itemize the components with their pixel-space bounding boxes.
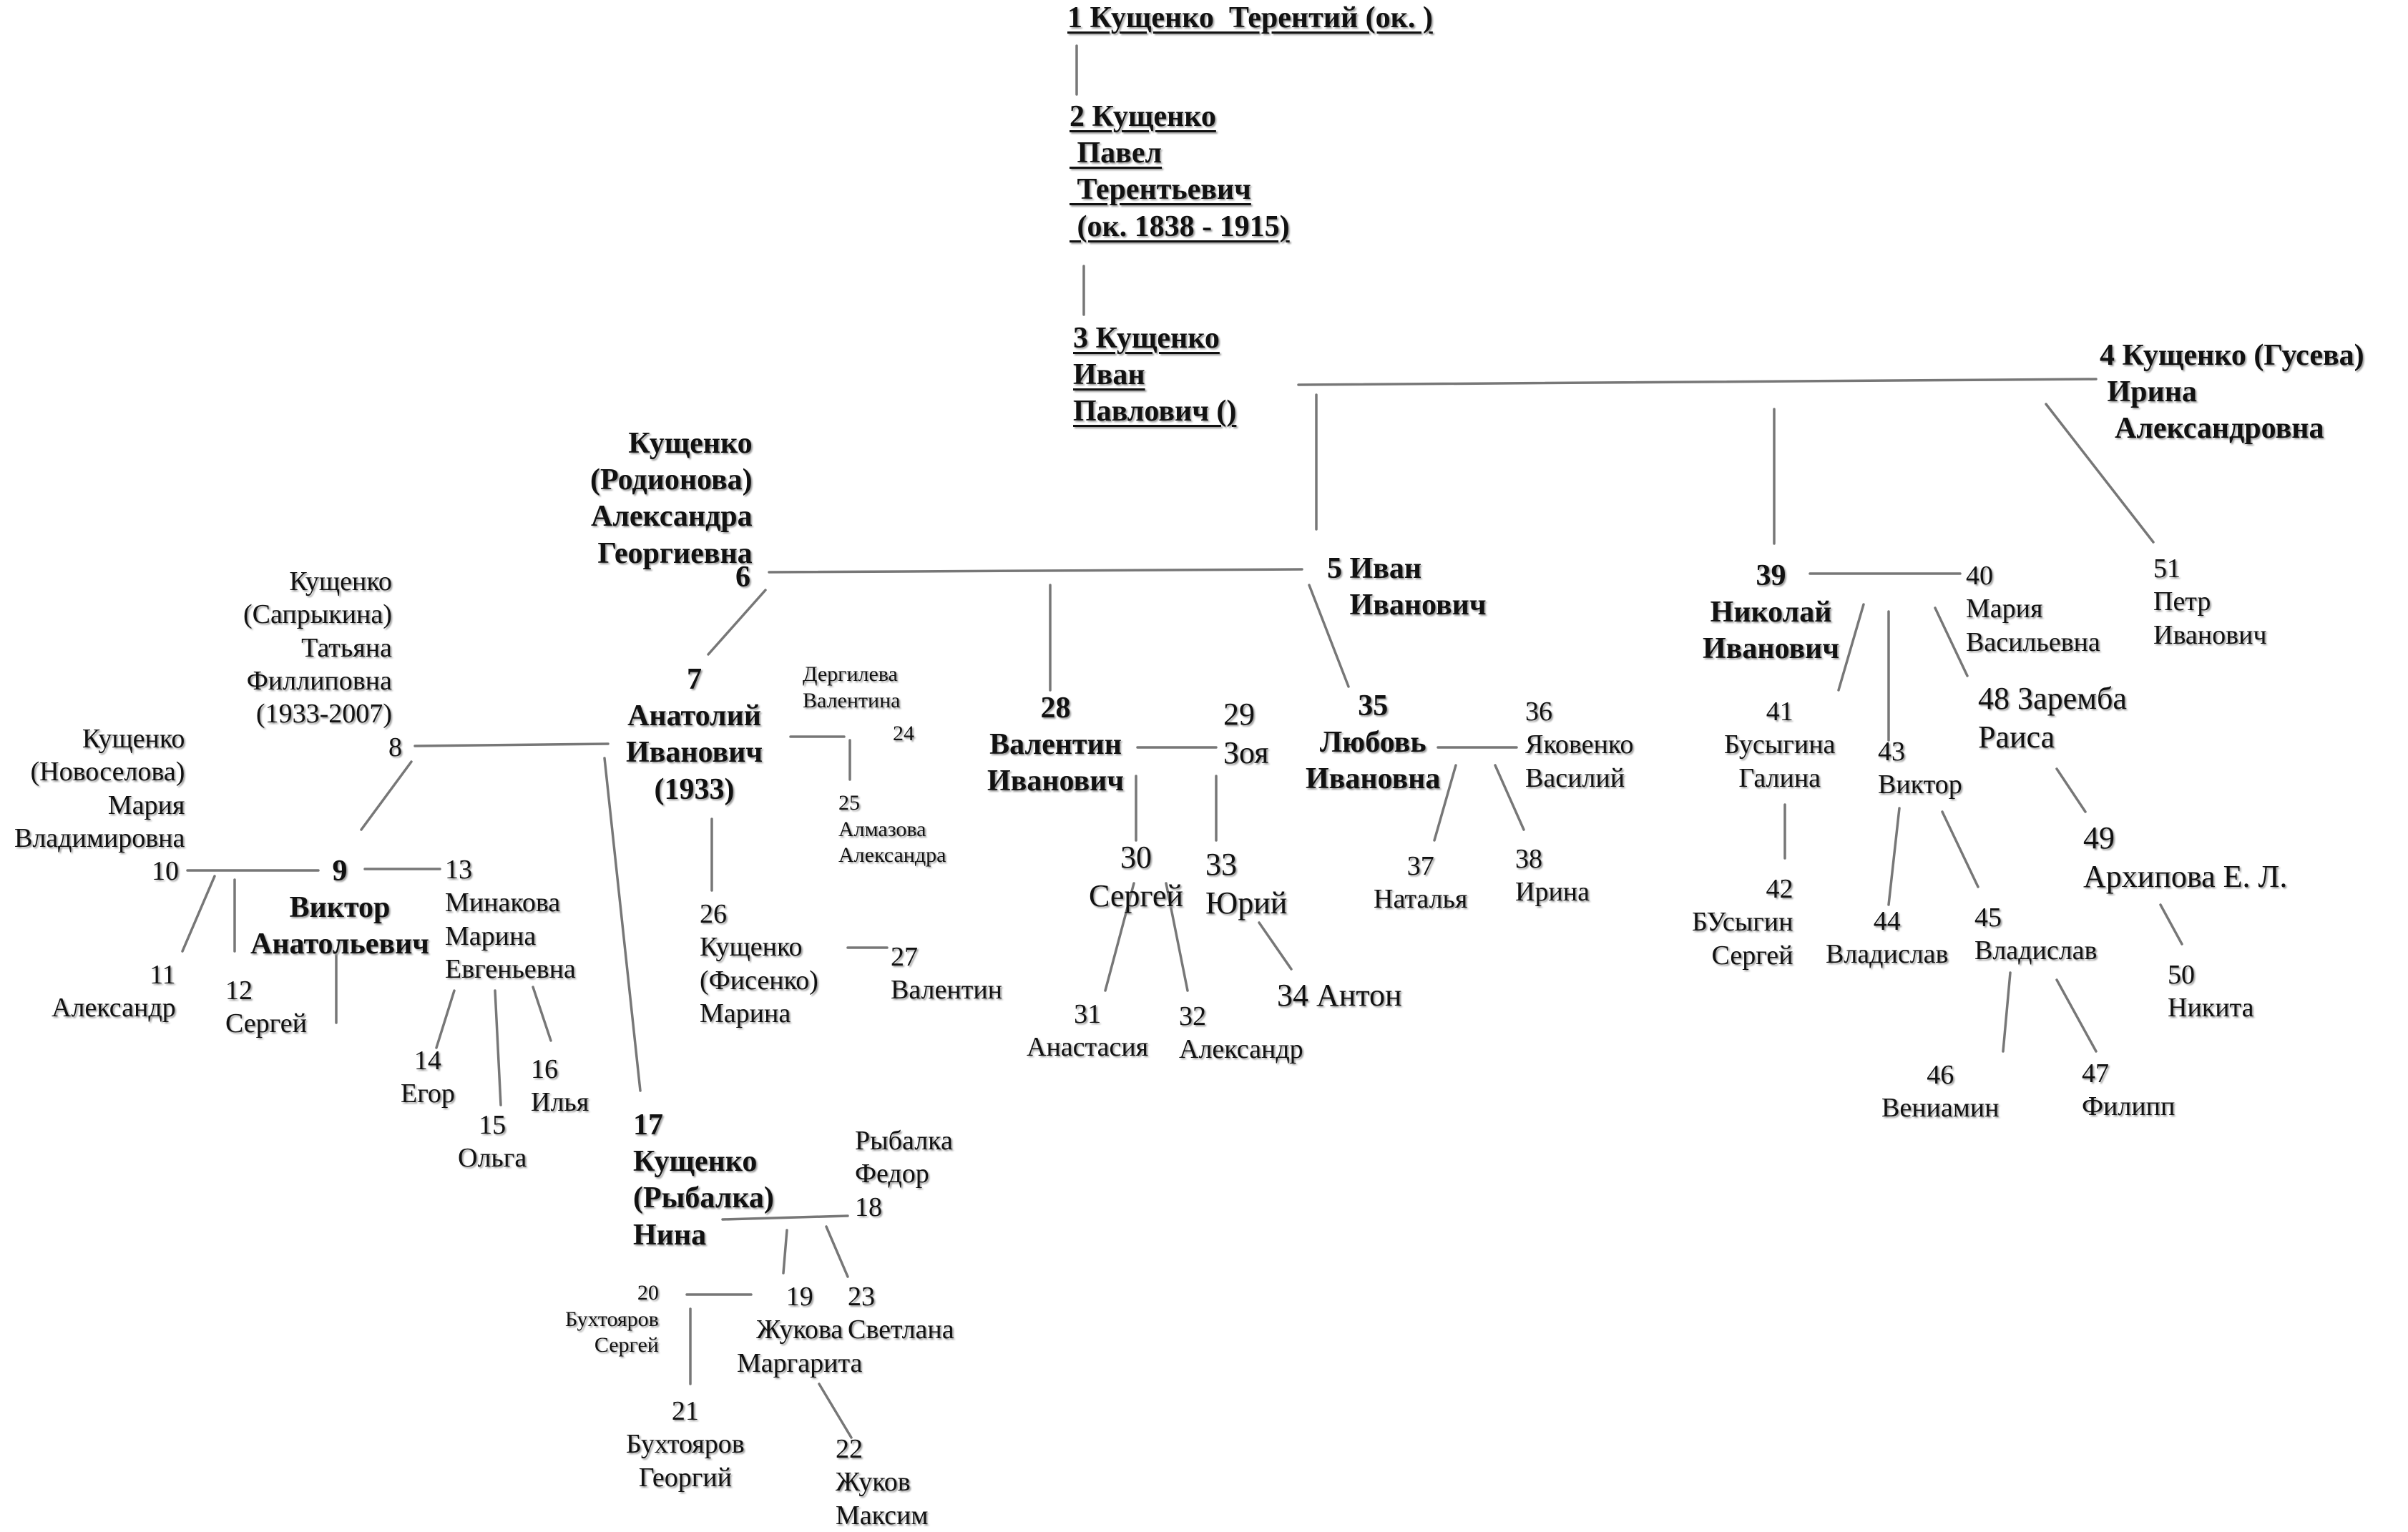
node-51-petr: 51 Петр Иванович <box>2153 554 2267 650</box>
node-14-egor: 14 Егор <box>401 1046 455 1109</box>
node-42-sergey: 42 БУсыгин Сергей <box>1692 874 1793 971</box>
node-30-sergey: 30 Сергей <box>1089 840 1183 913</box>
node-28-valentin: 28 Валентин Иванович <box>987 692 1125 798</box>
node-8-tatyana: Кущенко (Сапрыкина) Татьяна Филлиповна (… <box>243 566 392 730</box>
node-29-zoya: 29 Зоя <box>1223 697 1269 770</box>
node-1-terentiy: 1 Кущенко Терентий (ок. ) <box>1067 1 1433 34</box>
node-7-anatoliy: 7 Анатолий Иванович (1933) <box>626 663 763 806</box>
node-23-svetlana: 23 Светлана <box>848 1282 954 1345</box>
node-48-raisa: 48 Заремба Раиса <box>1978 681 2127 755</box>
node-41-galina: 41 Бусыгина Галина <box>1724 697 1836 793</box>
node-43-viktor: 43 Виктор <box>1878 737 1962 800</box>
node-13-marina: 13 Минакова Марина Евгеньевна <box>445 855 576 985</box>
node-39-nikolay: 39 Николай Иванович <box>1703 559 1840 666</box>
node-6-number: 6 <box>735 561 750 594</box>
node-16-ilya: 16 Илья <box>531 1054 589 1118</box>
node-24-valentina: Дергилева Валентина <box>803 662 901 712</box>
node-11-aleksandr: 11 Александр <box>52 960 176 1023</box>
node-49-arkhipova: 49 Архипова Е. Л. <box>2083 820 2288 894</box>
node-3-ivan: 3 Кущенко Иван Павлович () <box>1073 322 1237 428</box>
node-45-vladislav: 45 Владислав <box>1974 903 2098 966</box>
node-40-mariya: 40 Мария Васильевна <box>1966 561 2100 657</box>
node-46-veniamin: 46 Вениамин <box>1881 1060 2000 1124</box>
node-18-fedor: Рыбалка Федор 18 <box>855 1126 953 1222</box>
node-32-aleksandr: 32 Александр <box>1179 1001 1303 1065</box>
node-44-vladislav: 44 Владислав <box>1826 906 1949 970</box>
node-24-number: 24 <box>893 722 914 745</box>
node-22-maksim: 22 Жуков Максим <box>836 1434 929 1531</box>
node-2-pavel: 2 Кущенко Павел Терентьевич (ок. 1838 - … <box>1070 100 1290 243</box>
node-33-yuriy: 33 Юрий <box>1205 847 1288 920</box>
node-26-marina: 26 Кущенко (Фисенко) Марина <box>700 899 818 1029</box>
node-21-georgiy: 21 Бухтояров Георгий <box>626 1396 745 1493</box>
node-12-sergey: 12 Сергей <box>225 976 307 1039</box>
node-10-number: 10 <box>152 856 179 886</box>
node-9-viktor: 9 Виктор Анатольевич <box>250 855 429 961</box>
node-4-irina: 4 Кущенко (Гусева) Ирина Александровна <box>2100 339 2364 446</box>
node-50-nikita: 50 Никита <box>2168 960 2254 1023</box>
node-5-ivan: 5 Иван Иванович <box>1327 552 1487 622</box>
node-10-mariya: Кущенко (Новоселова) Мария Владимировна <box>14 724 185 854</box>
node-19-margarita: 19 Жукова Маргарита <box>737 1282 863 1378</box>
node-36-vasiliy: 36 Яковенко Василий <box>1525 697 1634 793</box>
node-47-filipp: 47 Филипп <box>2082 1059 2175 1122</box>
node-25-aleksandra: 25 Алмазова Александра <box>838 791 946 868</box>
node-37-natalya: 37 Наталья <box>1374 851 1468 915</box>
node-17-nina: 17 Кущенко (Рыбалка) Нина <box>633 1109 774 1252</box>
node-35-lyubov: 35 Любовь Ивановна <box>1306 689 1441 796</box>
node-20-sergey: 20 Бухтояров Сергей <box>565 1281 659 1357</box>
node-6-aleksandra: Кущенко (Родионова) Александра Георгиевн… <box>590 427 753 570</box>
node-31-anastasiya: 31 Анастасия <box>1027 999 1149 1063</box>
node-8-number: 8 <box>388 732 402 762</box>
node-27-valentin: 27 Валентин <box>891 942 1002 1006</box>
node-34-anton: 34 Антон <box>1277 978 1402 1013</box>
node-38-irina: 38 Ирина <box>1515 844 1590 908</box>
node-15-olga: 15 Ольга <box>458 1110 527 1174</box>
